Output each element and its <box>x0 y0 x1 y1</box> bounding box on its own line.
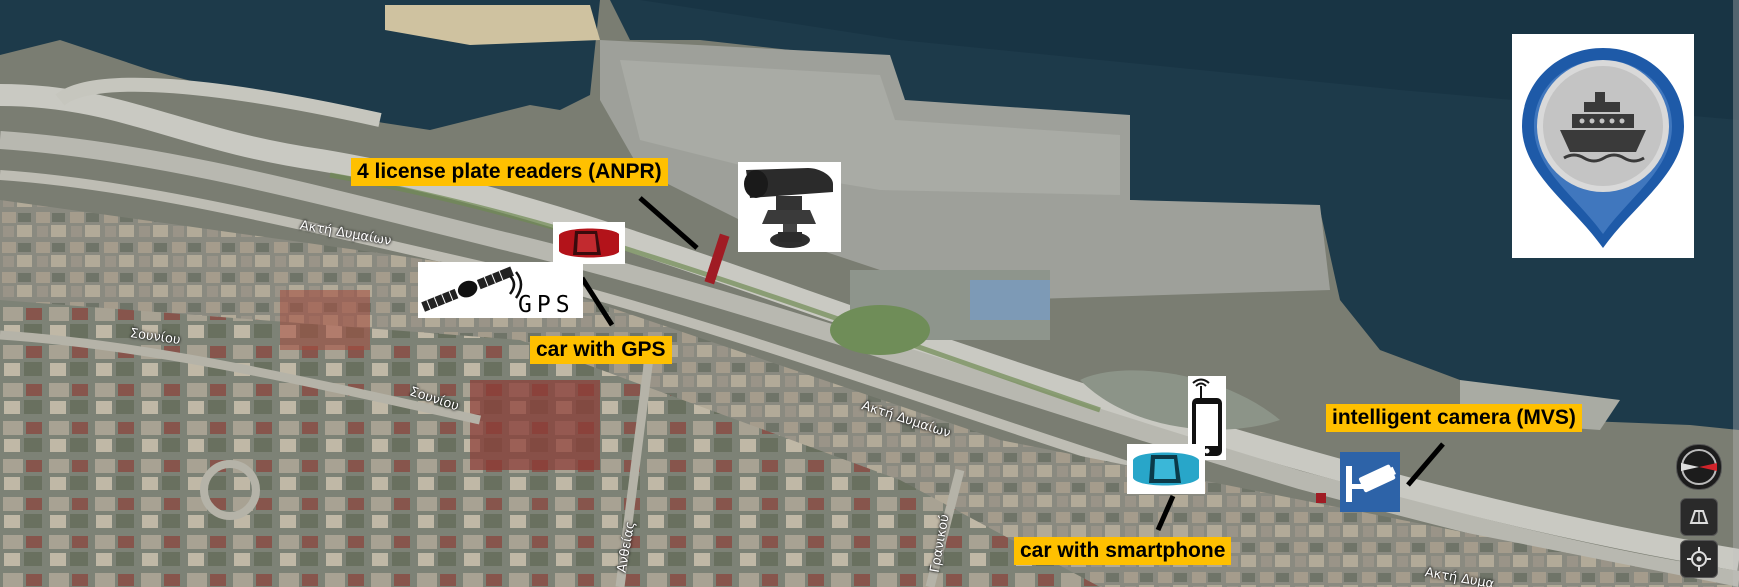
ship-pin-icon[interactable] <box>1512 34 1694 258</box>
tilt-control[interactable] <box>1680 498 1718 536</box>
compass-icon <box>1681 449 1717 485</box>
callout-anpr: 4 license plate readers (ANPR) <box>351 158 668 186</box>
locate-icon <box>1687 547 1711 571</box>
callout-car-with-smartphone: car with smartphone <box>1014 537 1232 565</box>
smartphone-icon <box>1188 376 1226 460</box>
callout-intelligent-camera: intelligent camera (MVS) <box>1326 404 1582 432</box>
callout-car-with-gps: car with GPS <box>530 336 672 364</box>
gps-badge: GPS <box>418 262 583 318</box>
gps-text: GPS <box>518 292 575 318</box>
compass-control[interactable] <box>1676 444 1722 490</box>
red-car-icon <box>553 222 625 264</box>
cctv-camera-icon <box>1340 452 1400 512</box>
satellite-icon: GPS <box>421 266 575 318</box>
locate-control[interactable] <box>1680 540 1718 578</box>
anpr-camera-icon <box>738 162 841 252</box>
tilt-icon <box>1689 510 1709 524</box>
blue-car-icon <box>1127 444 1205 494</box>
